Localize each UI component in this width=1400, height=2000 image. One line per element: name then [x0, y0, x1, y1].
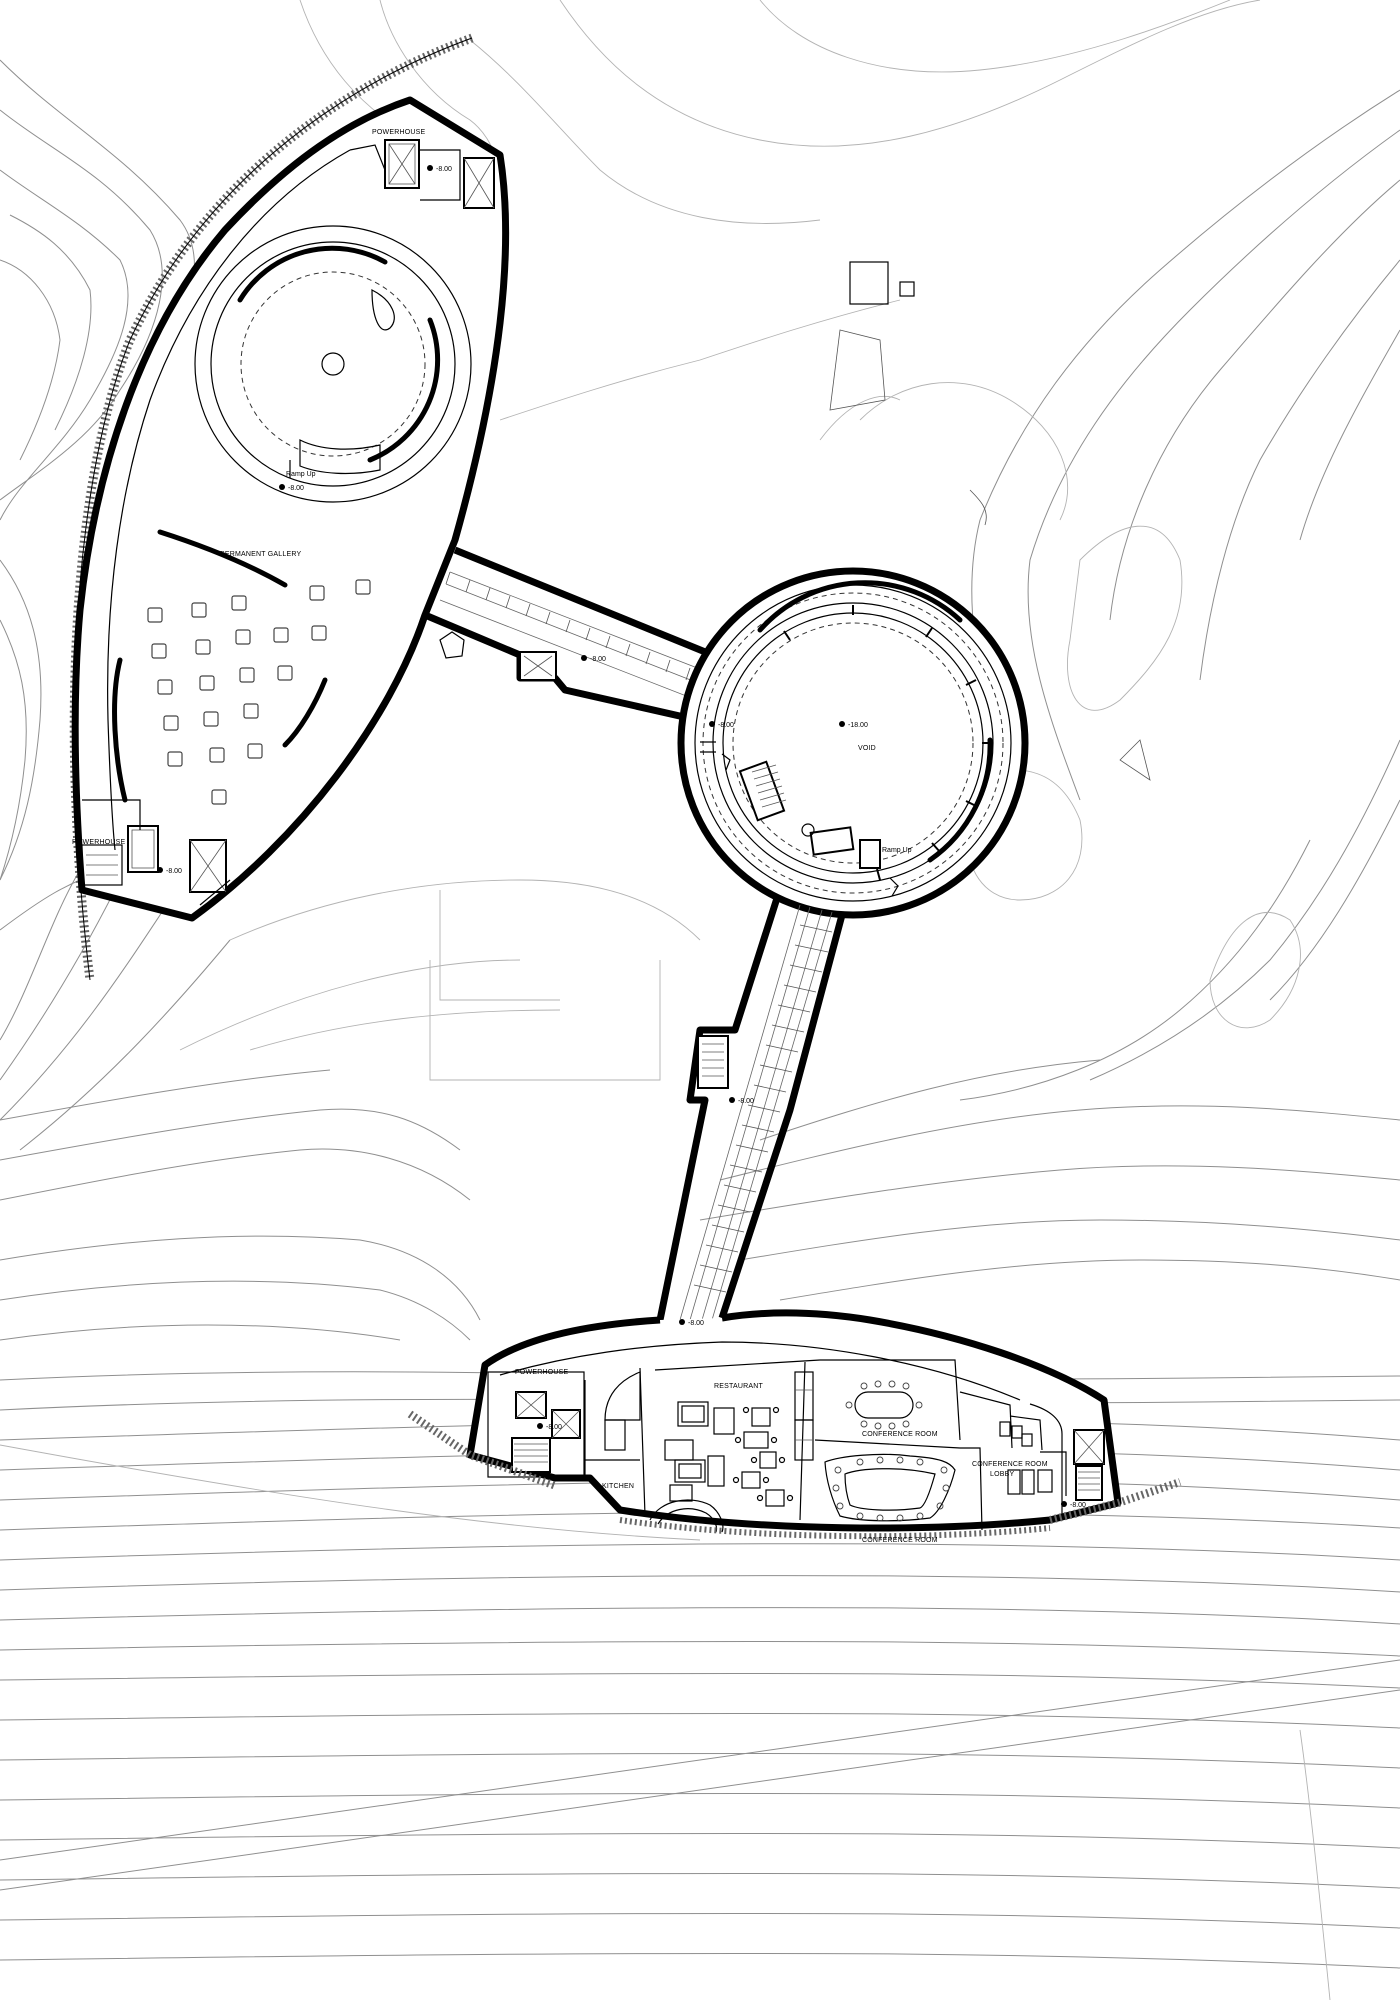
label-void: VOID [858, 745, 876, 752]
level-markers: -8.00 -8.00 Ramp Up -8.00 -8.00 -8.00 -1… [157, 165, 1086, 1509]
label-ramp-up-gallery: Ramp Up [286, 471, 316, 478]
svg-text:-18.00: -18.00 [848, 722, 868, 729]
site-structures [829, 261, 1151, 781]
label-kitchen: KITCHEN [602, 1483, 634, 1490]
bridge-south [656, 893, 846, 1321]
drum-outer-wall [677, 567, 1029, 919]
gallery-drum-outer [194, 225, 472, 503]
restaurant-tables [664, 1401, 794, 1507]
label-powerhouse-top: POWERHOUSE [372, 129, 425, 136]
gallery-outer-wall [71, 96, 510, 922]
exhibit-pedestals [147, 579, 371, 805]
drum-stair [738, 760, 786, 822]
level-marker: -8.00 [709, 721, 734, 729]
drum-building [677, 567, 1029, 919]
label-powerhouse-bottom: POWERHOUSE [515, 1369, 568, 1376]
conference-table-1 [854, 1391, 914, 1419]
svg-text:-8.00: -8.00 [166, 868, 182, 875]
label-permanent-gallery: PERMANENT GALLERY [220, 551, 301, 558]
label-conference-lobby-2: LOBBY [990, 1471, 1014, 1478]
label-powerhouse-left: POWERHOUSE [72, 839, 125, 846]
level-marker: -8.00 [1061, 1501, 1086, 1509]
south-wing [407, 1309, 1182, 1540]
stair-core-south [127, 825, 159, 873]
bridge-north [423, 546, 722, 728]
svg-text:-8.00: -8.00 [1070, 1502, 1086, 1509]
gallery-center-column [321, 352, 345, 376]
level-marker: -8.00 [427, 165, 452, 173]
exhibit-wall-west [112, 657, 128, 803]
level-marker: -8.00 [581, 655, 606, 663]
exhibit-wall-east [282, 677, 328, 748]
level-marker: -8.00 [729, 1097, 754, 1105]
level-marker: -18.00 [839, 721, 868, 729]
svg-text:-8.00: -8.00 [590, 656, 606, 663]
label-conference-lobby-1: CONFERENCE ROOM [972, 1461, 1048, 1468]
svg-text:-8.00: -8.00 [288, 485, 304, 492]
svg-text:-8.00: -8.00 [738, 1098, 754, 1105]
gallery-wing [71, 96, 510, 922]
room-labels: POWERHOUSE PERMANENT GALLERY POWERHOUSE … [72, 129, 1048, 1544]
svg-text:-8.00: -8.00 [436, 166, 452, 173]
svg-text:-8.00: -8.00 [718, 722, 734, 729]
label-ramp-up-void: Ramp Up [882, 847, 912, 854]
label-conference-room-2: CONFERENCE ROOM [862, 1537, 938, 1544]
label-conference-room-1: CONFERENCE ROOM [862, 1431, 938, 1438]
svg-text:-8.00: -8.00 [546, 1424, 562, 1431]
exhibit-wall-north [157, 529, 288, 588]
level-marker: -8.00 [679, 1319, 704, 1327]
level-marker: -8.00 [279, 484, 304, 492]
label-restaurant: RESTAURANT [714, 1383, 763, 1390]
level-marker: -8.00 [157, 867, 182, 875]
level-marker: -8.00 [537, 1423, 562, 1431]
svg-text:-8.00: -8.00 [688, 1320, 704, 1327]
